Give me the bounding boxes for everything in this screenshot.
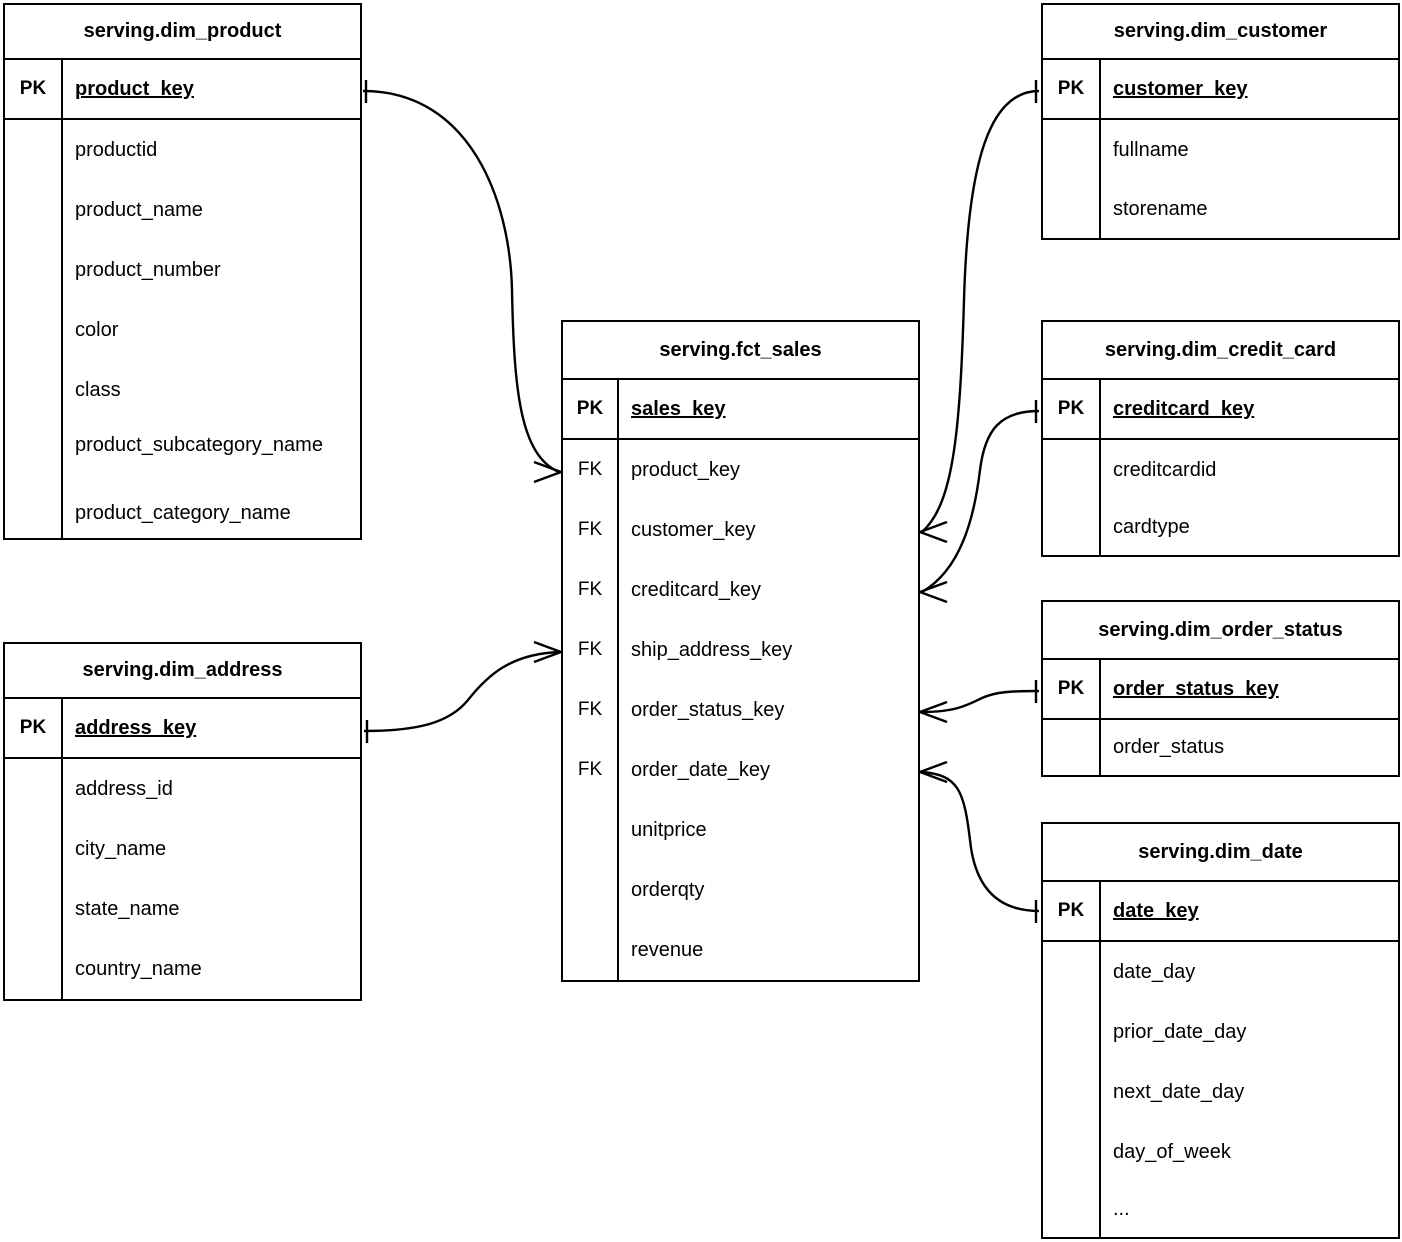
- pk-field-name: customer_key: [1113, 77, 1248, 100]
- relationship-dim-date-fct-sales: [919, 760, 1040, 923]
- entity-dim-product[interactable]: serving.dim_product PK product_key produ…: [3, 3, 362, 540]
- key-gutter: [1043, 120, 1101, 238]
- relationship-dim-customer-fct-sales: [919, 80, 1040, 544]
- attribute-item: creditcardid: [1113, 458, 1217, 481]
- attribute-item: product_name: [75, 198, 203, 221]
- entity-dim-address[interactable]: serving.dim_address PK address_key addre…: [3, 642, 362, 1001]
- entity-dim-order-status[interactable]: serving.dim_order_status PK order_status…: [1041, 600, 1400, 777]
- attribute-item: product_category_name: [75, 501, 291, 524]
- pk-badge: PK: [1043, 60, 1101, 118]
- entity-pk-row-dim-customer: PK customer_key: [1043, 60, 1398, 120]
- attribute-list: fullname storename: [1101, 120, 1398, 238]
- fk-field-item: creditcard_key: [631, 578, 762, 601]
- entity-attributes-dim-order-status: order_status: [1043, 720, 1398, 775]
- entity-dim-customer[interactable]: serving.dim_customer PK customer_key ful…: [1041, 3, 1400, 240]
- entity-pk-row-dim-order-status: PK order_status_key: [1043, 660, 1398, 720]
- entity-attributes-dim-address: address_id city_name state_name country_…: [5, 759, 360, 999]
- key-gutter: [1043, 440, 1101, 555]
- attribute-item: day_of_week: [1113, 1140, 1231, 1163]
- fk-badge: FK: [577, 759, 603, 780]
- pk-badge: PK: [1043, 660, 1101, 718]
- attribute-item: next_date_day: [1113, 1080, 1245, 1103]
- entity-title-fct-sales: serving.fct_sales: [563, 322, 918, 380]
- attribute-item: ...: [1113, 1198, 1130, 1221]
- attribute-item: city_name: [75, 837, 167, 860]
- attribute-item: product_subcategory_name: [75, 434, 323, 456]
- relationship-dim-address-fct-sales: [363, 640, 562, 743]
- attribute-item: state_name: [75, 897, 180, 920]
- pk-badge: PK: [1043, 882, 1101, 940]
- pk-field-name: address_key: [75, 716, 197, 739]
- attribute-item: date_day: [1113, 960, 1196, 983]
- fk-badge: FK: [577, 459, 603, 480]
- relationship-dim-credit-card-fct-sales: [919, 400, 1040, 604]
- attribute-list: date_day prior_date_day next_date_day da…: [1101, 942, 1398, 1237]
- entity-title-dim-order-status: serving.dim_order_status: [1043, 602, 1398, 660]
- key-gutter: [5, 120, 63, 538]
- entity-pk-row-dim-product: PK product_key: [5, 60, 360, 120]
- attribute-item: address_id: [75, 777, 173, 800]
- entity-title-dim-credit-card: serving.dim_credit_card: [1043, 322, 1398, 380]
- attribute-item: prior_date_day: [1113, 1020, 1247, 1043]
- pk-badge: PK: [5, 699, 63, 757]
- fk-field-item: order_date_key: [631, 758, 770, 781]
- key-gutter: [1043, 720, 1101, 775]
- fk-badge: FK: [577, 519, 603, 540]
- attribute-list: creditcardid cardtype: [1101, 440, 1398, 555]
- pk-badge: PK: [1043, 380, 1101, 438]
- entity-pk-row-dim-date: PK date_key: [1043, 882, 1398, 942]
- pk-field-name: product_key: [75, 77, 194, 100]
- attribute-item: productid: [75, 138, 158, 161]
- fk-field-item: customer_key: [631, 518, 756, 541]
- attribute-item: color: [75, 318, 119, 341]
- entity-title-dim-date: serving.dim_date: [1043, 824, 1398, 882]
- attribute-item: country_name: [75, 957, 202, 980]
- relationship-dim-product-fct-sales: [362, 80, 562, 484]
- entity-pk-row-dim-address: PK address_key: [5, 699, 360, 759]
- entity-attributes-dim-date: date_day prior_date_day next_date_day da…: [1043, 942, 1398, 1237]
- entity-title-dim-address: serving.dim_address: [5, 644, 360, 699]
- attribute-list: productid product_name product_number co…: [63, 120, 360, 538]
- pk-field-name: sales_key: [631, 397, 726, 420]
- entity-pk-row-fct-sales: PK sales_key: [563, 380, 918, 440]
- attribute-item: fullname: [1113, 138, 1189, 161]
- attribute-item: product_number: [75, 258, 221, 281]
- attribute-item: storename: [1113, 197, 1208, 220]
- key-gutter: [5, 759, 63, 999]
- entity-attributes-dim-product: productid product_name product_number co…: [5, 120, 360, 538]
- attribute-item: order_status: [1113, 736, 1225, 759]
- fk-gutter: FK FK FK FK FK FK: [563, 440, 619, 980]
- entity-dim-date[interactable]: serving.dim_date PK date_key date_day pr…: [1041, 822, 1400, 1239]
- fk-field-item: ship_address_key: [631, 638, 793, 661]
- entity-title-dim-customer: serving.dim_customer: [1043, 5, 1398, 60]
- pk-field-name: creditcard_key: [1113, 397, 1255, 420]
- relationship-dim-order-status-fct-sales: [919, 680, 1040, 724]
- entity-dim-credit-card[interactable]: serving.dim_credit_card PK creditcard_ke…: [1041, 320, 1400, 557]
- attribute-item: class: [75, 378, 121, 401]
- measure-item: unitprice: [631, 818, 707, 841]
- entity-fields-fct-sales: FK FK FK FK FK FK product_key customer_k…: [563, 440, 918, 980]
- entity-attributes-dim-customer: fullname storename: [1043, 120, 1398, 238]
- fk-field-item: order_status_key: [631, 698, 785, 721]
- pk-field-name: date_key: [1113, 899, 1199, 922]
- pk-field-name: order_status_key: [1113, 677, 1279, 700]
- measure-item: revenue: [631, 938, 704, 961]
- attribute-item: cardtype: [1113, 516, 1190, 539]
- measure-item: orderqty: [631, 878, 705, 901]
- field-list: product_key customer_key creditcard_key …: [619, 440, 918, 980]
- entity-attributes-dim-credit-card: creditcardid cardtype: [1043, 440, 1398, 555]
- fk-badge: FK: [577, 639, 603, 660]
- pk-badge: PK: [5, 60, 63, 118]
- attribute-list: order_status: [1101, 720, 1398, 775]
- entity-pk-row-dim-credit-card: PK creditcard_key: [1043, 380, 1398, 440]
- pk-badge: PK: [563, 380, 619, 438]
- key-gutter: [1043, 942, 1101, 1237]
- entity-fct-sales[interactable]: serving.fct_sales PK sales_key FK FK FK …: [561, 320, 920, 982]
- fk-badge: FK: [577, 579, 603, 600]
- fk-field-item: product_key: [631, 458, 740, 481]
- attribute-list: address_id city_name state_name country_…: [63, 759, 360, 999]
- entity-title-dim-product: serving.dim_product: [5, 5, 360, 60]
- fk-badge: FK: [577, 699, 603, 720]
